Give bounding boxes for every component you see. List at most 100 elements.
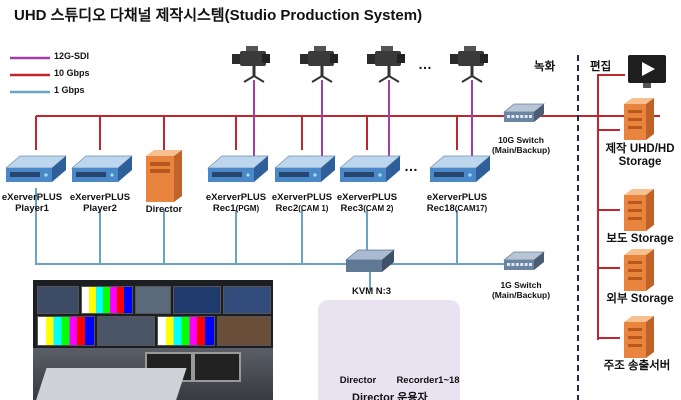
camera-2 [367,46,405,83]
camera-viewfinder [262,54,270,63]
camera-tripod-leg [461,75,473,83]
camera-lens [232,54,242,64]
server-bay [344,172,374,177]
server-led [246,173,250,177]
camera-body [308,51,334,66]
server-side [254,156,268,182]
server-side [118,156,132,182]
server-bay [10,172,40,177]
storage-side [646,249,654,291]
camera-tripod-leg [253,75,265,83]
camera-viewfinder [397,54,405,63]
camera-lens [450,54,460,64]
page-title: UHD 스튜디오 다채널 제작시스템(Studio Production Sys… [14,7,423,24]
server-player2 [71,155,133,182]
edit-link-10g [597,74,625,116]
switch-port [515,263,519,266]
storage-label-sub-playout: 주조 송출서버 [603,360,671,372]
storage-bay [628,201,642,204]
legend-label-10g: 10 Gbps [54,68,90,78]
server-side [321,156,335,182]
switch-port [520,263,524,266]
server-rec18 [429,155,491,182]
storage-production [624,98,654,140]
wall-monitor [173,286,221,314]
storage-side [646,189,654,231]
storage-bay [628,328,642,331]
server-rec2 [274,155,336,182]
switch-10g [503,103,545,122]
switch-port [529,115,532,118]
switch-1g [503,251,545,270]
server-led [468,173,472,177]
play-icon [642,62,655,76]
switch-side [534,104,544,122]
camera-ellipsis: … [418,56,433,72]
camera-viewfinder [330,54,338,63]
wall-monitor [37,286,79,314]
storage-label-news: 보도 Storage [606,233,674,245]
kvm-front [346,260,382,272]
tower-side [174,150,182,202]
storage-bay [628,126,642,129]
tower-drive [150,169,170,173]
switch-port [515,115,519,118]
storage-top [624,98,654,104]
storage-sub-playout [624,316,654,358]
camera-tripod-leg [321,75,333,83]
tower-drive [150,162,170,166]
storage-bay [628,277,642,280]
storage-bay [628,344,642,347]
server-led [313,173,317,177]
legend-label-sdi: 12G-SDI [54,51,90,61]
camera-tripod-leg [388,75,400,83]
server-rec3 [339,155,401,182]
camera-lens [367,54,377,64]
panel-caption: Director 운용자 [352,392,428,400]
camera-tripod-leg [311,75,323,83]
switch-port [507,263,510,266]
storage-side [646,316,654,358]
camera-1 [300,46,338,83]
camera-handle [246,46,258,51]
camera-body [240,51,266,66]
recorder-ellipsis: … [404,158,419,174]
kvm-panel [318,300,460,400]
storage-side [646,98,654,140]
camera-tripod-leg [378,75,390,83]
director-pc-label: Director [145,204,183,215]
storage-external [624,249,654,291]
storage-bay [628,336,642,339]
switch-port [507,115,510,118]
kvm-switch [345,249,395,272]
switch-port [529,263,532,266]
color-bars-monitor [157,316,215,346]
switch-port [524,115,528,118]
switch-front [504,112,534,122]
zone-label-edit: 편집 [590,61,612,73]
camera-body [375,51,401,66]
camera-lens [300,54,310,64]
server-player1 [5,155,67,182]
server-bay [212,172,242,177]
storage-top [624,316,654,322]
kvm-label: KVM N:3 [352,286,392,297]
camera-pgm [232,46,270,83]
desk-screen [193,352,241,382]
camera-handle [464,46,476,51]
edit-workstation-icon [628,55,666,88]
switch-1g-label: 1G Switch(Main/Backup) [491,280,551,300]
storage-bay [628,261,642,264]
edit-stand [643,83,651,88]
storage-bay [628,110,642,113]
server-bay [434,172,464,177]
storage-bay [628,118,642,121]
switcher-console [35,368,187,400]
kvm-side [382,250,394,272]
